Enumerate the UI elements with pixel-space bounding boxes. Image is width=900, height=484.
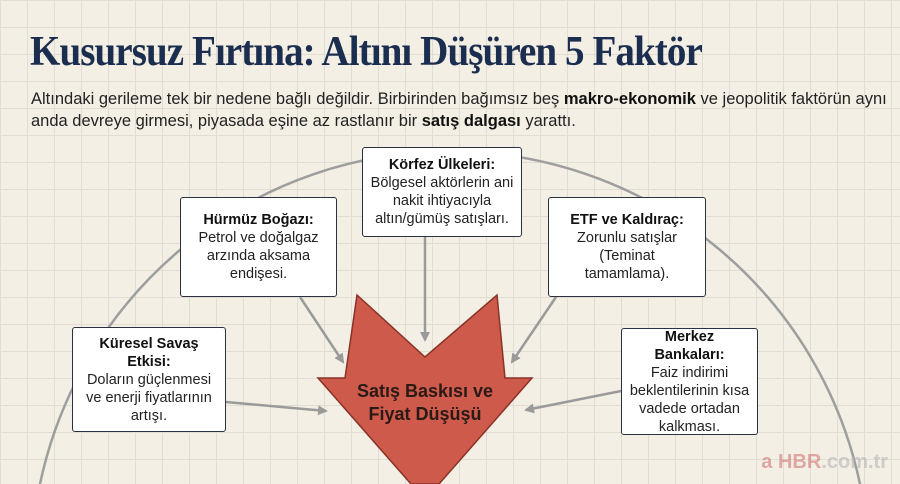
center-line: Satış Baskısı ve bbox=[356, 381, 494, 401]
watermark-brand: a HBR bbox=[761, 451, 822, 473]
factor-title: Küresel Savaş Etkisi: bbox=[99, 335, 199, 370]
factor-text: Faiz indirimi beklentilerinin kısa vaded… bbox=[629, 364, 750, 435]
connector-arrow bbox=[510, 296, 558, 364]
factor-title: ETF ve Kaldıraç: bbox=[570, 212, 684, 228]
subtitle-text: ve jeopolitik faktörün aynı anda devreye… bbox=[31, 90, 887, 130]
factor-text: Bölgesel aktörlerin ani nakit ihtiyacıyl… bbox=[370, 175, 514, 227]
subtitle-text: Altındaki gerileme tek bir nedene bağlı … bbox=[31, 90, 564, 108]
center-label: Satış Baskısı ve Fiyat Düşüşü bbox=[345, 380, 505, 426]
factor-box-korfez: Körfez Ülkeleri: Bölgesel aktörlerin ani … bbox=[362, 147, 522, 237]
subtitle-bold: satış dalgası bbox=[421, 112, 521, 130]
watermark-domain: .com.tr bbox=[821, 451, 888, 473]
factor-box-hurmuz: Hürmüz Boğazı: Petrol ve doğalgaz arzında… bbox=[180, 197, 337, 297]
subtitle-bold: makro-ekonomik bbox=[563, 90, 696, 108]
subtitle-text: yarattı. bbox=[520, 112, 576, 130]
factor-title: Körfez Ülkeleri: bbox=[388, 157, 496, 173]
factor-box-merkez: Merkez Bankaları:Faiz indirimi beklentil… bbox=[621, 328, 758, 435]
factor-box-kuresel: Küresel Savaş Etkisi:Doların güçlenmesi … bbox=[72, 327, 226, 432]
factor-title: Hürmüz Boğazı: bbox=[203, 212, 314, 228]
center-line: Fiyat Düşüşü bbox=[368, 404, 482, 424]
page-title: Kusursuz Fırtına: Altını Düşüren 5 Faktö… bbox=[30, 29, 703, 75]
connector-arrow bbox=[298, 296, 345, 364]
factor-text: Zorunlu satışlar (Teminat tamamlama). bbox=[577, 230, 677, 282]
factor-text: Doların güçlenmesi ve enerji fiyatlarını… bbox=[86, 371, 212, 424]
subtitle: Altındaki gerileme tek bir nedene bağlı … bbox=[31, 88, 891, 132]
factor-box-etf: ETF ve Kaldıraç: Zorunlu satışlar (Temina… bbox=[548, 197, 706, 297]
watermark-logo: a HBR.com.tr bbox=[761, 451, 888, 474]
connector-arrow bbox=[524, 389, 622, 414]
connector-arrow bbox=[225, 400, 328, 416]
factor-text: Petrol ve doğalgaz arzında aksama endişe… bbox=[198, 230, 319, 282]
sell-pressure-arrow bbox=[316, 293, 534, 484]
factor-title: Merkez Bankaları: bbox=[654, 328, 725, 363]
